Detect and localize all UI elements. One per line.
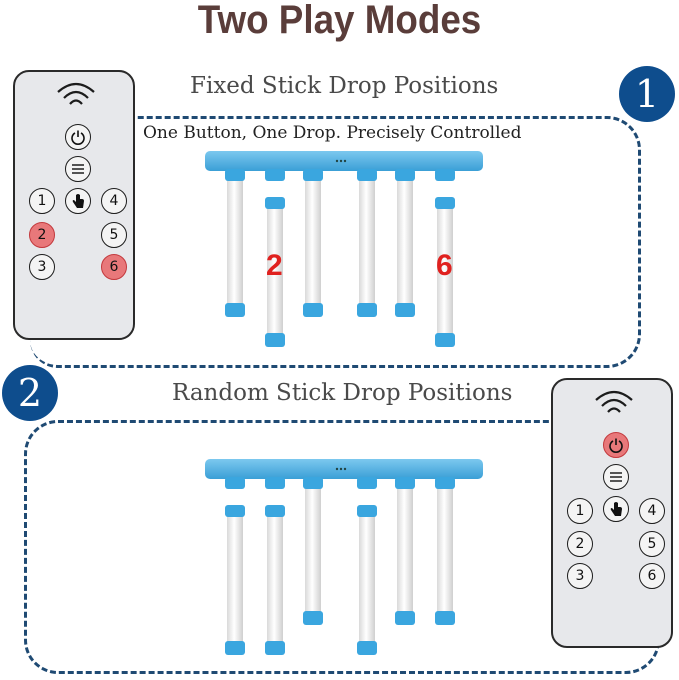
stick xyxy=(395,478,415,625)
power-icon xyxy=(609,438,623,453)
power-button[interactable] xyxy=(603,432,629,458)
menu-button[interactable] xyxy=(603,464,629,490)
remote1-button-5[interactable]: 5 xyxy=(101,222,127,248)
stick xyxy=(435,197,455,347)
menu-icon xyxy=(72,164,84,174)
hand-button[interactable] xyxy=(603,496,629,522)
remote2-button-4[interactable]: 4 xyxy=(639,498,665,524)
remote2-button-3[interactable]: 3 xyxy=(567,563,593,589)
mode2-badge: 2 xyxy=(2,365,58,421)
remote2-button-5[interactable]: 5 xyxy=(639,531,665,557)
stick xyxy=(435,478,455,625)
stick-label-6: 6 xyxy=(436,249,453,282)
stick xyxy=(303,478,323,625)
remote1-button-2[interactable]: 2 xyxy=(29,222,55,248)
mode2-heading: Random Stick Drop Positions xyxy=(172,380,513,406)
remote1-button-3[interactable]: 3 xyxy=(29,254,55,280)
stick xyxy=(265,197,285,347)
power-button[interactable] xyxy=(65,124,91,150)
stick xyxy=(357,505,377,655)
mode1-badge: 1 xyxy=(619,66,675,122)
hand-button[interactable] xyxy=(65,188,91,214)
stick xyxy=(225,505,245,655)
remote-2: 1 2 3 4 5 6 xyxy=(551,378,673,648)
mode1-subheading: One Button, One Drop. Precisely Controll… xyxy=(143,123,522,143)
page-title: Two Play Modes xyxy=(197,0,482,42)
stick-machine-fixed xyxy=(205,151,483,347)
stick-machine-random xyxy=(205,459,483,655)
stick-label-2: 2 xyxy=(266,249,283,282)
power-icon xyxy=(71,130,85,145)
remote1-button-6[interactable]: 6 xyxy=(101,254,127,280)
stick xyxy=(395,170,415,317)
hand-pointer-icon xyxy=(610,502,622,516)
remote1-button-1[interactable]: 1 xyxy=(29,188,55,214)
remote2-button-6[interactable]: 6 xyxy=(639,563,665,589)
menu-button[interactable] xyxy=(65,156,91,182)
hand-pointer-icon xyxy=(72,194,84,208)
remote2-button-1[interactable]: 1 xyxy=(567,498,593,524)
stick xyxy=(303,170,323,317)
signal-icon xyxy=(57,82,95,105)
signal-icon xyxy=(595,390,633,413)
mode1-dashed-frame xyxy=(30,116,641,368)
stick xyxy=(357,170,377,317)
remote2-button-2[interactable]: 2 xyxy=(567,531,593,557)
menu-icon xyxy=(610,472,622,482)
stick xyxy=(225,170,245,317)
mode1-heading: Fixed Stick Drop Positions xyxy=(190,73,499,99)
remote1-button-4[interactable]: 4 xyxy=(101,188,127,214)
stick xyxy=(265,505,285,655)
remote-1: 1 2 3 4 5 6 xyxy=(13,70,135,340)
